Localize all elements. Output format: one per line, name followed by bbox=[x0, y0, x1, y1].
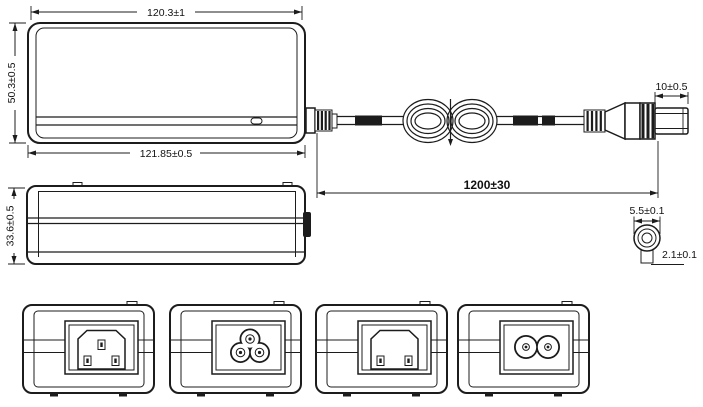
ac-inlet-view-c8 bbox=[457, 301, 590, 397]
dim-plug-outer-dia: 5.5±0.1 bbox=[630, 205, 665, 234]
strain-relief-collar bbox=[305, 107, 316, 134]
adapter-top-view bbox=[27, 22, 306, 144]
plug-cone bbox=[604, 101, 626, 141]
c6-inlet-outline bbox=[230, 328, 270, 363]
cable-boot-side bbox=[303, 212, 311, 237]
dim-top-width-label: 120.3±1 bbox=[147, 7, 185, 19]
ac-inlet-view-c18 bbox=[315, 301, 448, 397]
output-cable bbox=[305, 98, 606, 146]
dim-plug-pin-dia: 2.1±0.1 bbox=[651, 249, 697, 265]
dim-cable-length-label: 1200±30 bbox=[464, 178, 511, 192]
dim-cable-length: 1200±30 bbox=[316, 133, 659, 198]
plug-body bbox=[624, 102, 641, 140]
cable-marker-band bbox=[513, 115, 538, 126]
adapter-body-outline bbox=[27, 22, 306, 144]
dim-front-height-label: 50.3±0.5 bbox=[6, 62, 18, 103]
dim-front-height: 50.3±0.5 bbox=[4, 22, 26, 144]
dim-side-height-label: 33.6±0.5 bbox=[5, 205, 17, 246]
dim-overall-width: 121.85±0.5 bbox=[27, 145, 306, 160]
ac-inlet-view-c14 bbox=[22, 301, 155, 397]
plug-pin-hole bbox=[641, 232, 653, 244]
cable-marker-band bbox=[355, 115, 382, 126]
dim-plug-pin-dia-label: 2.1±0.1 bbox=[662, 249, 697, 261]
dc-plug-side bbox=[604, 101, 689, 141]
dim-plug-barrel-length-label: 10±0.5 bbox=[655, 81, 687, 93]
plug-barrel bbox=[654, 107, 689, 135]
dim-overall-width-label: 121.85±0.5 bbox=[140, 148, 193, 160]
dim-side-height: 33.6±0.5 bbox=[3, 187, 25, 265]
dc-plug-front-view: 5.5±0.1 2.1±0.1 bbox=[630, 205, 697, 265]
dim-plug-barrel-length: 10±0.5 bbox=[654, 81, 689, 104]
adapter-body-inner-line bbox=[35, 27, 298, 139]
cable-marker-band bbox=[542, 115, 555, 126]
dim-plug-outer-dia-label: 5.5±0.1 bbox=[630, 205, 665, 217]
dim-top-width: 120.3±1 bbox=[30, 5, 303, 20]
cable-coil-bundle bbox=[402, 98, 498, 146]
ac-inlet-view-c6 bbox=[169, 301, 302, 397]
led-indicator bbox=[250, 117, 263, 125]
c8-inlet-outline bbox=[514, 335, 560, 359]
adapter-side-view bbox=[26, 182, 311, 265]
